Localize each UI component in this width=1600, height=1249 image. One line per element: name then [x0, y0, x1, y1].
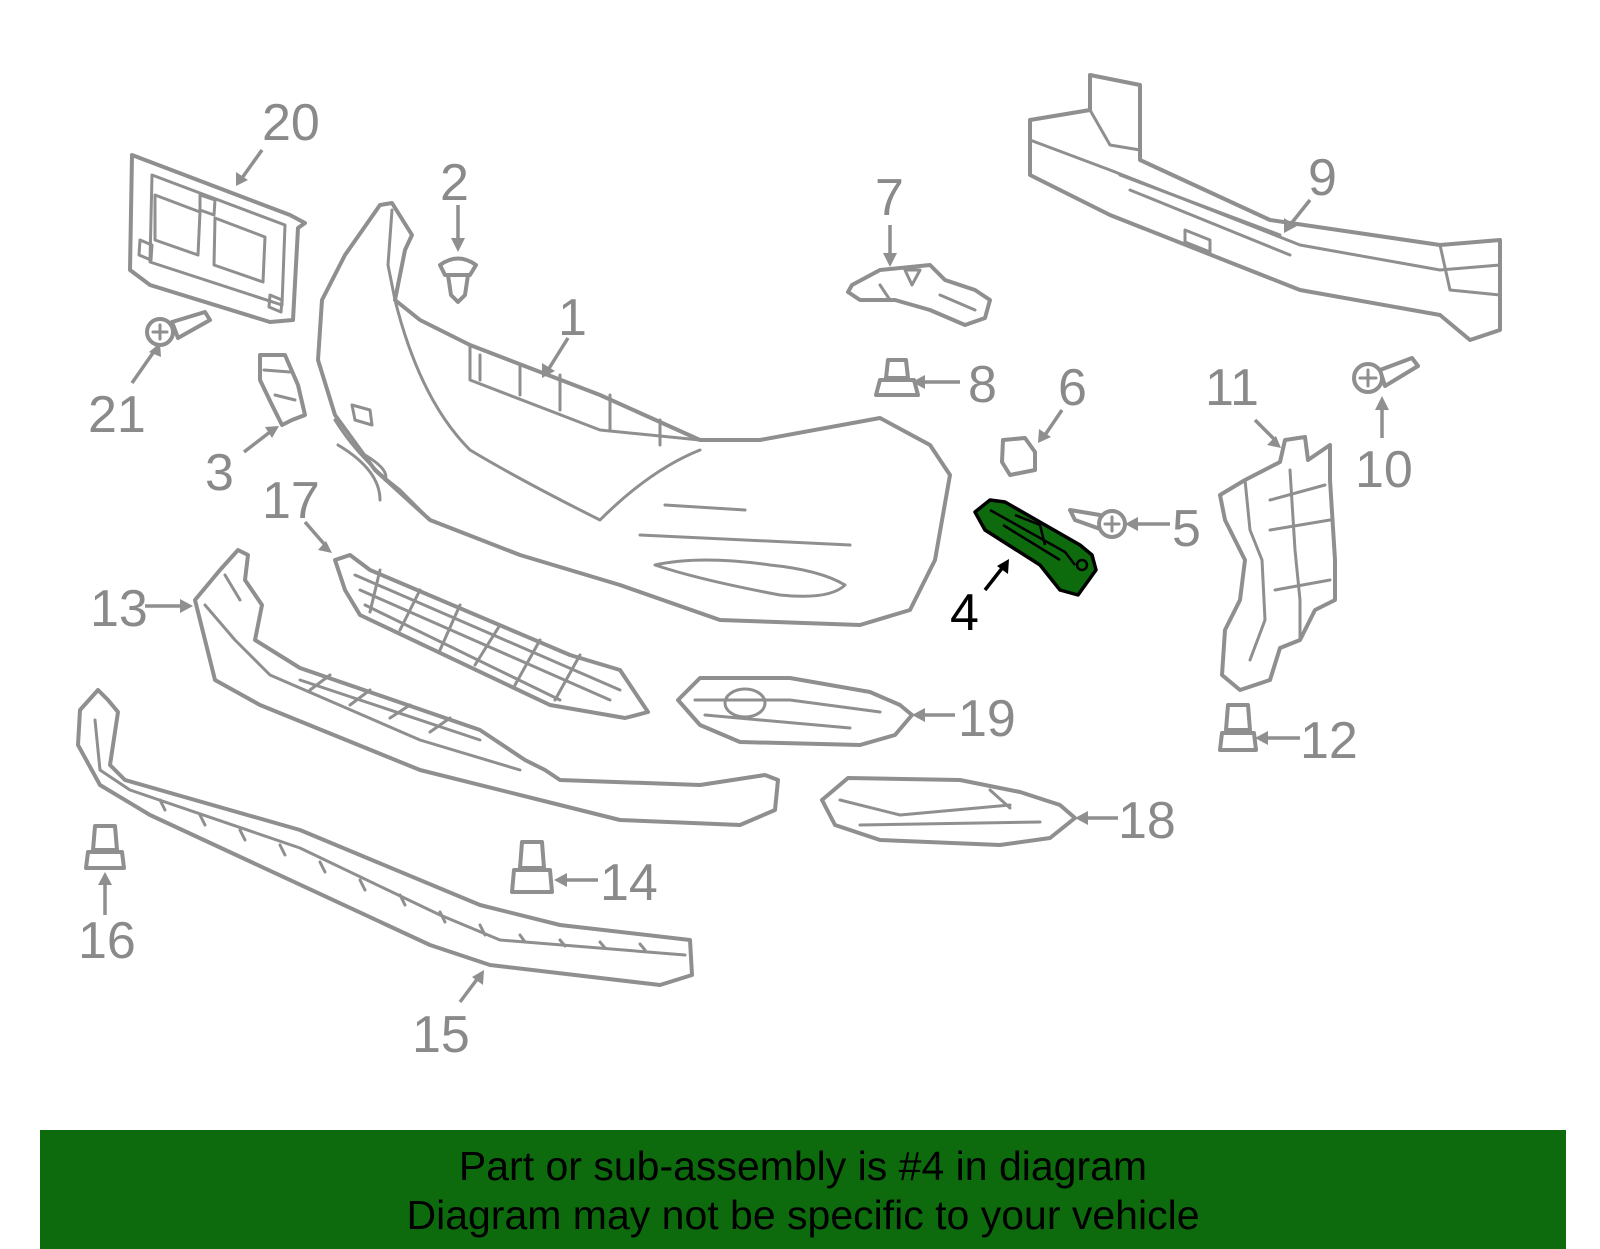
callout-11: 11 — [1205, 359, 1259, 417]
callout-5: 5 — [1172, 500, 1201, 558]
part-bolt-12 — [1218, 703, 1258, 752]
callout-20: 20 — [262, 94, 320, 152]
callout-18: 18 — [1118, 792, 1176, 850]
callout-9: 9 — [1308, 149, 1337, 207]
callout-21: 21 — [88, 386, 146, 444]
part-clip-6 — [1000, 436, 1037, 477]
part-lower-grille — [333, 553, 650, 720]
callout-2: 2 — [440, 154, 469, 212]
callout-7: 7 — [875, 169, 904, 227]
part-reinforcement-beam — [1028, 73, 1502, 342]
banner-line-disclaimer: Diagram may not be specific to your vehi… — [406, 1192, 1200, 1238]
callout-6: 6 — [1058, 359, 1087, 417]
callout-19: 19 — [958, 690, 1016, 748]
callout-12: 12 — [1300, 712, 1358, 770]
parts-diagram: 20 21 3 2 1 7 — [76, 73, 1502, 1064]
callout-3: 3 — [205, 444, 234, 502]
part-lower-spoiler — [76, 688, 694, 987]
callout-8: 8 — [968, 356, 997, 414]
part-fog-bezel-upper — [676, 676, 914, 747]
part-license-bracket — [128, 153, 307, 324]
part-bracket-7 — [846, 263, 992, 327]
part-bolt-10 — [1352, 356, 1420, 394]
part-bracket-highlighted — [973, 498, 1098, 597]
part-bumper-cover — [316, 201, 952, 627]
callout-13: 13 — [90, 580, 148, 638]
callout-1: 1 — [558, 289, 587, 347]
part-screw-5 — [1068, 508, 1127, 539]
part-bolt-16 — [84, 824, 126, 870]
callout-16: 16 — [78, 912, 136, 970]
part-fog-bezel-lower — [820, 776, 1077, 847]
callout-14: 14 — [600, 854, 658, 912]
banner-line-part: Part or sub-assembly is #4 in diagram — [458, 1143, 1148, 1189]
callout-10: 10 — [1355, 441, 1413, 499]
callout-4: 4 — [950, 584, 979, 642]
part-bracket-3 — [258, 353, 307, 427]
part-bolt-8 — [874, 358, 920, 397]
part-clip-2 — [438, 256, 478, 304]
part-side-bracket — [1218, 435, 1337, 692]
part-lower-frame — [193, 548, 780, 827]
part-bolt-14 — [510, 840, 554, 894]
notice-banner: Part or sub-assembly is #4 in diagram Di… — [40, 1130, 1566, 1249]
part-screw-21 — [145, 310, 212, 347]
callout-17: 17 — [262, 472, 320, 530]
callout-15: 15 — [412, 1006, 470, 1064]
